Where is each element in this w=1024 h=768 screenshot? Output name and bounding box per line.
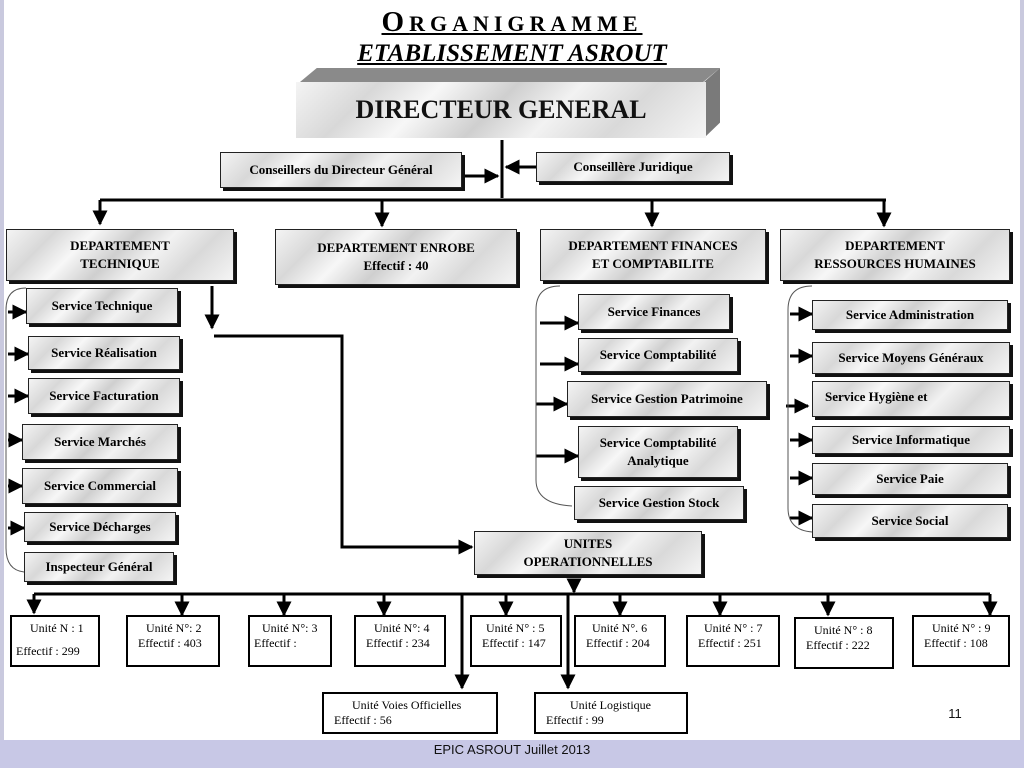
technique-service-6: Service Décharges xyxy=(24,512,176,542)
director-box-top-face xyxy=(300,68,720,82)
director-general-box: DIRECTEUR GENERAL xyxy=(296,82,706,138)
finances-bracket xyxy=(535,285,573,507)
technique-service-5: Service Commercial xyxy=(22,468,178,504)
footer-band xyxy=(0,740,1024,768)
page-subtitle: ETABLISSEMENT ASROUT xyxy=(357,40,667,67)
rh-service-3: Service Hygiène et xyxy=(812,381,1010,417)
technique-service-4: Service Marchés xyxy=(22,424,178,460)
technique-service-7: Inspecteur Général xyxy=(24,552,174,582)
legal-advisor-box: Conseillère Juridique xyxy=(536,152,730,182)
advisors-box: Conseillers du Directeur Général xyxy=(220,152,462,188)
rh-service-5: Service Paie xyxy=(812,463,1008,495)
technique-service-2: Service Réalisation xyxy=(28,336,180,370)
slide-left-rail xyxy=(0,0,4,740)
rh-service-6: Service Social xyxy=(812,504,1008,538)
rh-bracket xyxy=(787,285,813,533)
footer-text: EPIC ASROUT Juillet 2013 xyxy=(433,742,591,757)
connector-lines xyxy=(5,140,998,690)
finance-service-3: Service Gestion Patrimoine xyxy=(567,381,767,417)
technique-service-1: Service Technique xyxy=(26,288,178,324)
finance-service-5: Service Gestion Stock xyxy=(574,486,744,520)
technique-bracket xyxy=(5,287,27,573)
technique-to-units-arrow xyxy=(214,334,474,555)
director-box-side-face xyxy=(704,68,720,138)
rh-service-1: Service Administration xyxy=(812,300,1008,330)
page-number: 11 xyxy=(948,706,962,721)
finance-service-1: Service Finances xyxy=(578,294,730,330)
rh-service-4: Service Informatique xyxy=(812,426,1010,454)
page-title: ORGANIGRAMME xyxy=(381,6,643,38)
finance-service-2: Service Comptabilité xyxy=(578,338,738,372)
slide-right-rail xyxy=(1020,0,1024,740)
technique-service-3: Service Facturation xyxy=(28,378,180,414)
rh-service-2: Service Moyens Généraux xyxy=(812,342,1010,374)
